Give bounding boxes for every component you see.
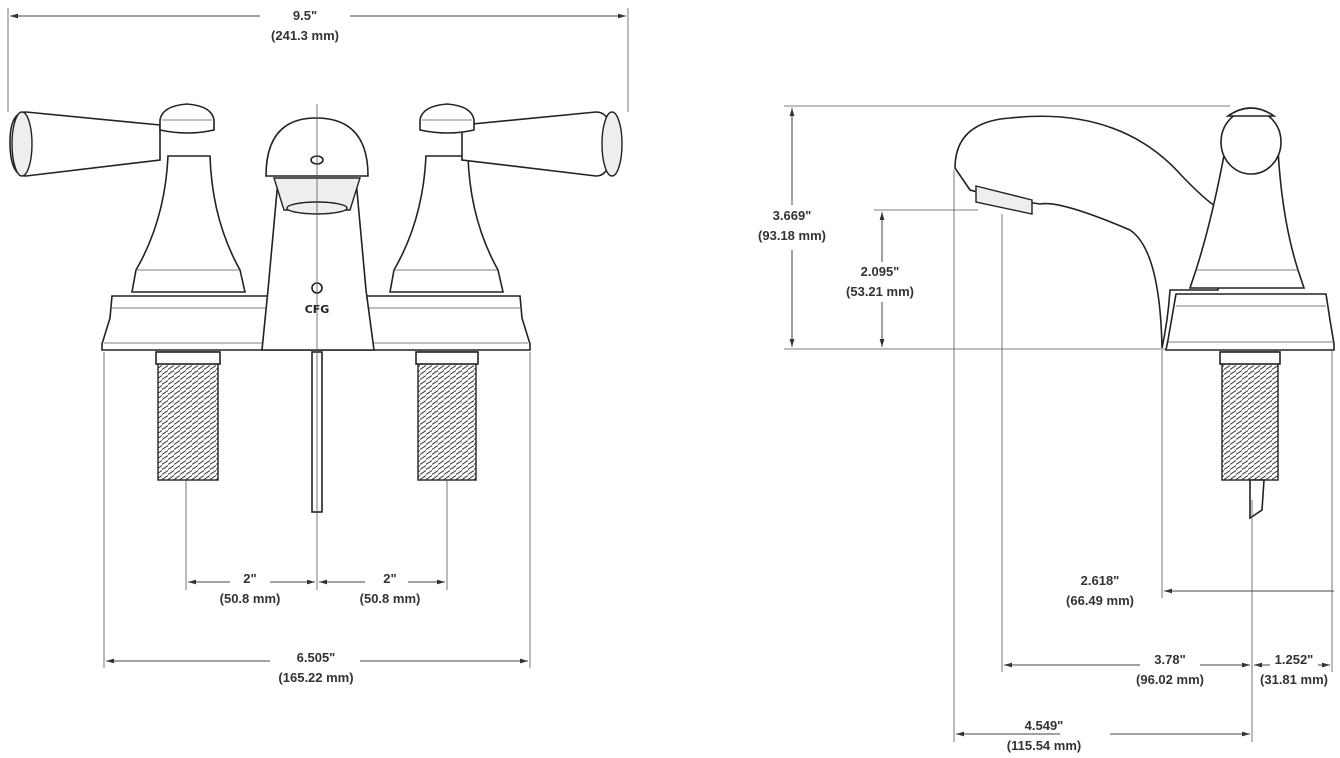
overall-width-imperial: 9.5"	[293, 8, 317, 23]
rear-depth-metric: (31.81 mm)	[1260, 672, 1328, 687]
side-popup-rod	[1249, 479, 1265, 520]
side-handle-body	[1188, 149, 1306, 289]
right-handle-body	[389, 155, 505, 293]
left-handle-body	[131, 155, 247, 293]
spout-height-imperial: 2.095"	[861, 264, 900, 279]
left-spacing-imperial: 2"	[243, 571, 256, 586]
rear-depth-imperial: 1.252"	[1275, 652, 1314, 667]
spout-height-metric: (53.21 mm)	[846, 284, 914, 299]
right-handle-lever	[461, 111, 613, 177]
side-shank	[1221, 351, 1279, 481]
overall-depth-metric: (115.54 mm)	[1007, 738, 1081, 753]
spout-reach-metric: (96.02 mm)	[1136, 672, 1204, 687]
side-view	[954, 107, 1335, 520]
side-handle-head	[1220, 109, 1282, 175]
right-handle-cap	[419, 103, 475, 134]
right-shank	[417, 351, 477, 481]
front-dimensions: 9.5" (241.3 mm) 2" (50.8 mm) 2" (50.8 mm…	[7, 8, 629, 685]
overall-depth-imperial: 4.549"	[1025, 718, 1064, 733]
spout-reach-imperial: 3.78"	[1154, 652, 1185, 667]
overall-height-metric: (93.18 mm)	[758, 228, 826, 243]
overall-height-imperial: 3.669"	[773, 208, 812, 223]
right-spacing-imperial: 2"	[383, 571, 396, 586]
left-handle-cap	[159, 103, 215, 134]
base-width-metric: (165.22 mm)	[278, 670, 353, 685]
front-view: CFG	[9, 103, 623, 513]
left-spacing-metric: (50.8 mm)	[220, 591, 281, 606]
spout-base-metric: (66.49 mm)	[1066, 593, 1134, 608]
overall-width-metric: (241.3 mm)	[271, 28, 339, 43]
spout-base-imperial: 2.618"	[1081, 573, 1120, 588]
side-dimensions: 3.669" (93.18 mm) 2.095" (53.21 mm) 2.61…	[758, 105, 1334, 753]
left-shank	[157, 351, 219, 481]
side-aerator	[975, 185, 1033, 215]
right-spacing-metric: (50.8 mm)	[360, 591, 421, 606]
base-width-imperial: 6.505"	[297, 650, 336, 665]
side-base-plate	[1165, 293, 1335, 351]
